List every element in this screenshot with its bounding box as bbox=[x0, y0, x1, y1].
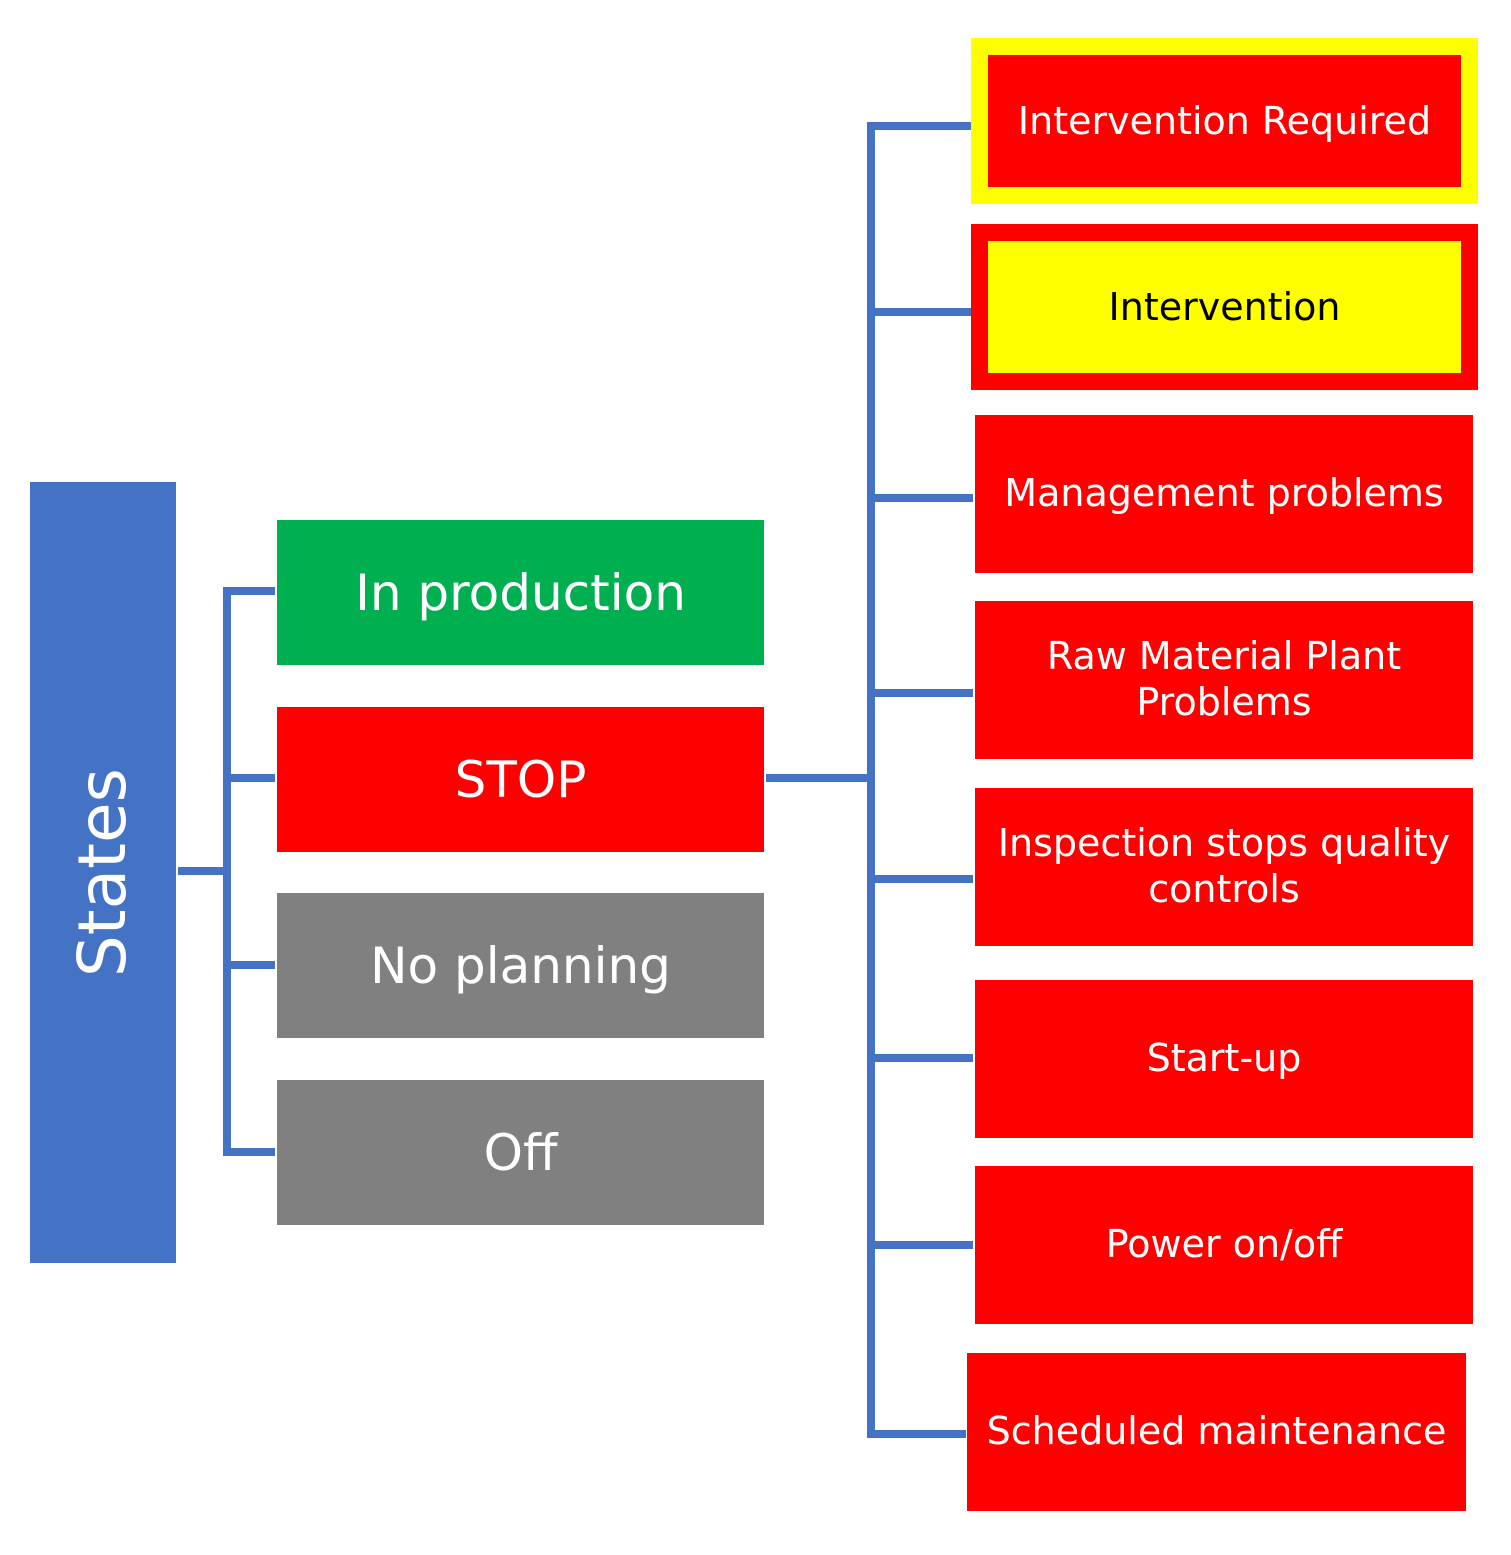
state-off-label: Off bbox=[483, 1123, 558, 1182]
reason-start-up: Start-up bbox=[975, 980, 1473, 1138]
reason-inspection-stops-quality-controls-label: Inspection stops quality controls bbox=[997, 821, 1451, 911]
reason-intervention-required: Intervention Required bbox=[971, 38, 1478, 204]
reason-intervention-inner: Intervention bbox=[988, 241, 1461, 373]
reason-inspection-stops-quality-controls: Inspection stops quality controls bbox=[975, 788, 1473, 946]
states-root-box: States bbox=[30, 482, 176, 1263]
reason-scheduled-maintenance: Scheduled maintenance bbox=[967, 1353, 1466, 1511]
reason-raw-material-plant-problems: Raw Material Plant Problems bbox=[975, 601, 1473, 759]
state-stop-label: STOP bbox=[454, 750, 587, 809]
reason-intervention-required-label: Intervention Required bbox=[1017, 99, 1432, 143]
state-in-production-label: In production bbox=[355, 563, 686, 622]
state-stop: STOP bbox=[277, 707, 764, 852]
state-in-production: In production bbox=[277, 520, 764, 665]
reason-intervention-required-inner: Intervention Required bbox=[988, 55, 1461, 187]
reason-power-on-off: Power on/off bbox=[975, 1166, 1473, 1324]
reason-raw-material-plant-problems-label: Raw Material Plant Problems bbox=[1046, 634, 1402, 724]
state-no-planning-label: No planning bbox=[370, 936, 671, 995]
reason-management-problems: Management problems bbox=[975, 415, 1473, 573]
state-no-planning: No planning bbox=[277, 893, 764, 1038]
reason-management-problems-label: Management problems bbox=[1004, 471, 1444, 516]
reason-intervention: Intervention bbox=[971, 224, 1478, 390]
reason-start-up-label: Start-up bbox=[1146, 1036, 1302, 1081]
reason-scheduled-maintenance-label: Scheduled maintenance bbox=[986, 1409, 1447, 1454]
reason-intervention-label: Intervention bbox=[1108, 285, 1341, 329]
reason-power-on-off-label: Power on/off bbox=[1105, 1222, 1343, 1267]
states-root-label: States bbox=[64, 767, 142, 978]
state-off: Off bbox=[277, 1080, 764, 1225]
